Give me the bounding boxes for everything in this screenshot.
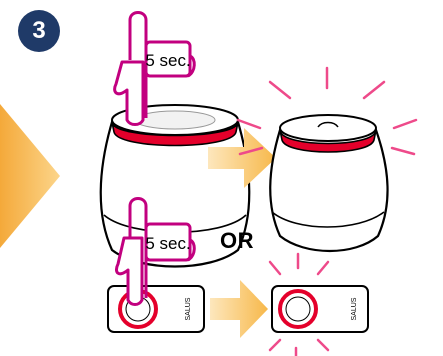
large-arrow-icon (0, 104, 60, 248)
or-label: OR (220, 228, 254, 254)
brand-label-right: SALUS (351, 297, 358, 320)
remote-device-left: SALUS (108, 286, 204, 332)
gateway-device-right (270, 115, 387, 251)
remote-device-right: SALUS (272, 286, 368, 332)
hand-bottom-label: 5 sec. (145, 234, 190, 253)
right-arrow-icon (210, 280, 268, 338)
brand-label-left: SALUS (185, 297, 192, 320)
hand-top-label: 5 sec. (145, 51, 190, 70)
